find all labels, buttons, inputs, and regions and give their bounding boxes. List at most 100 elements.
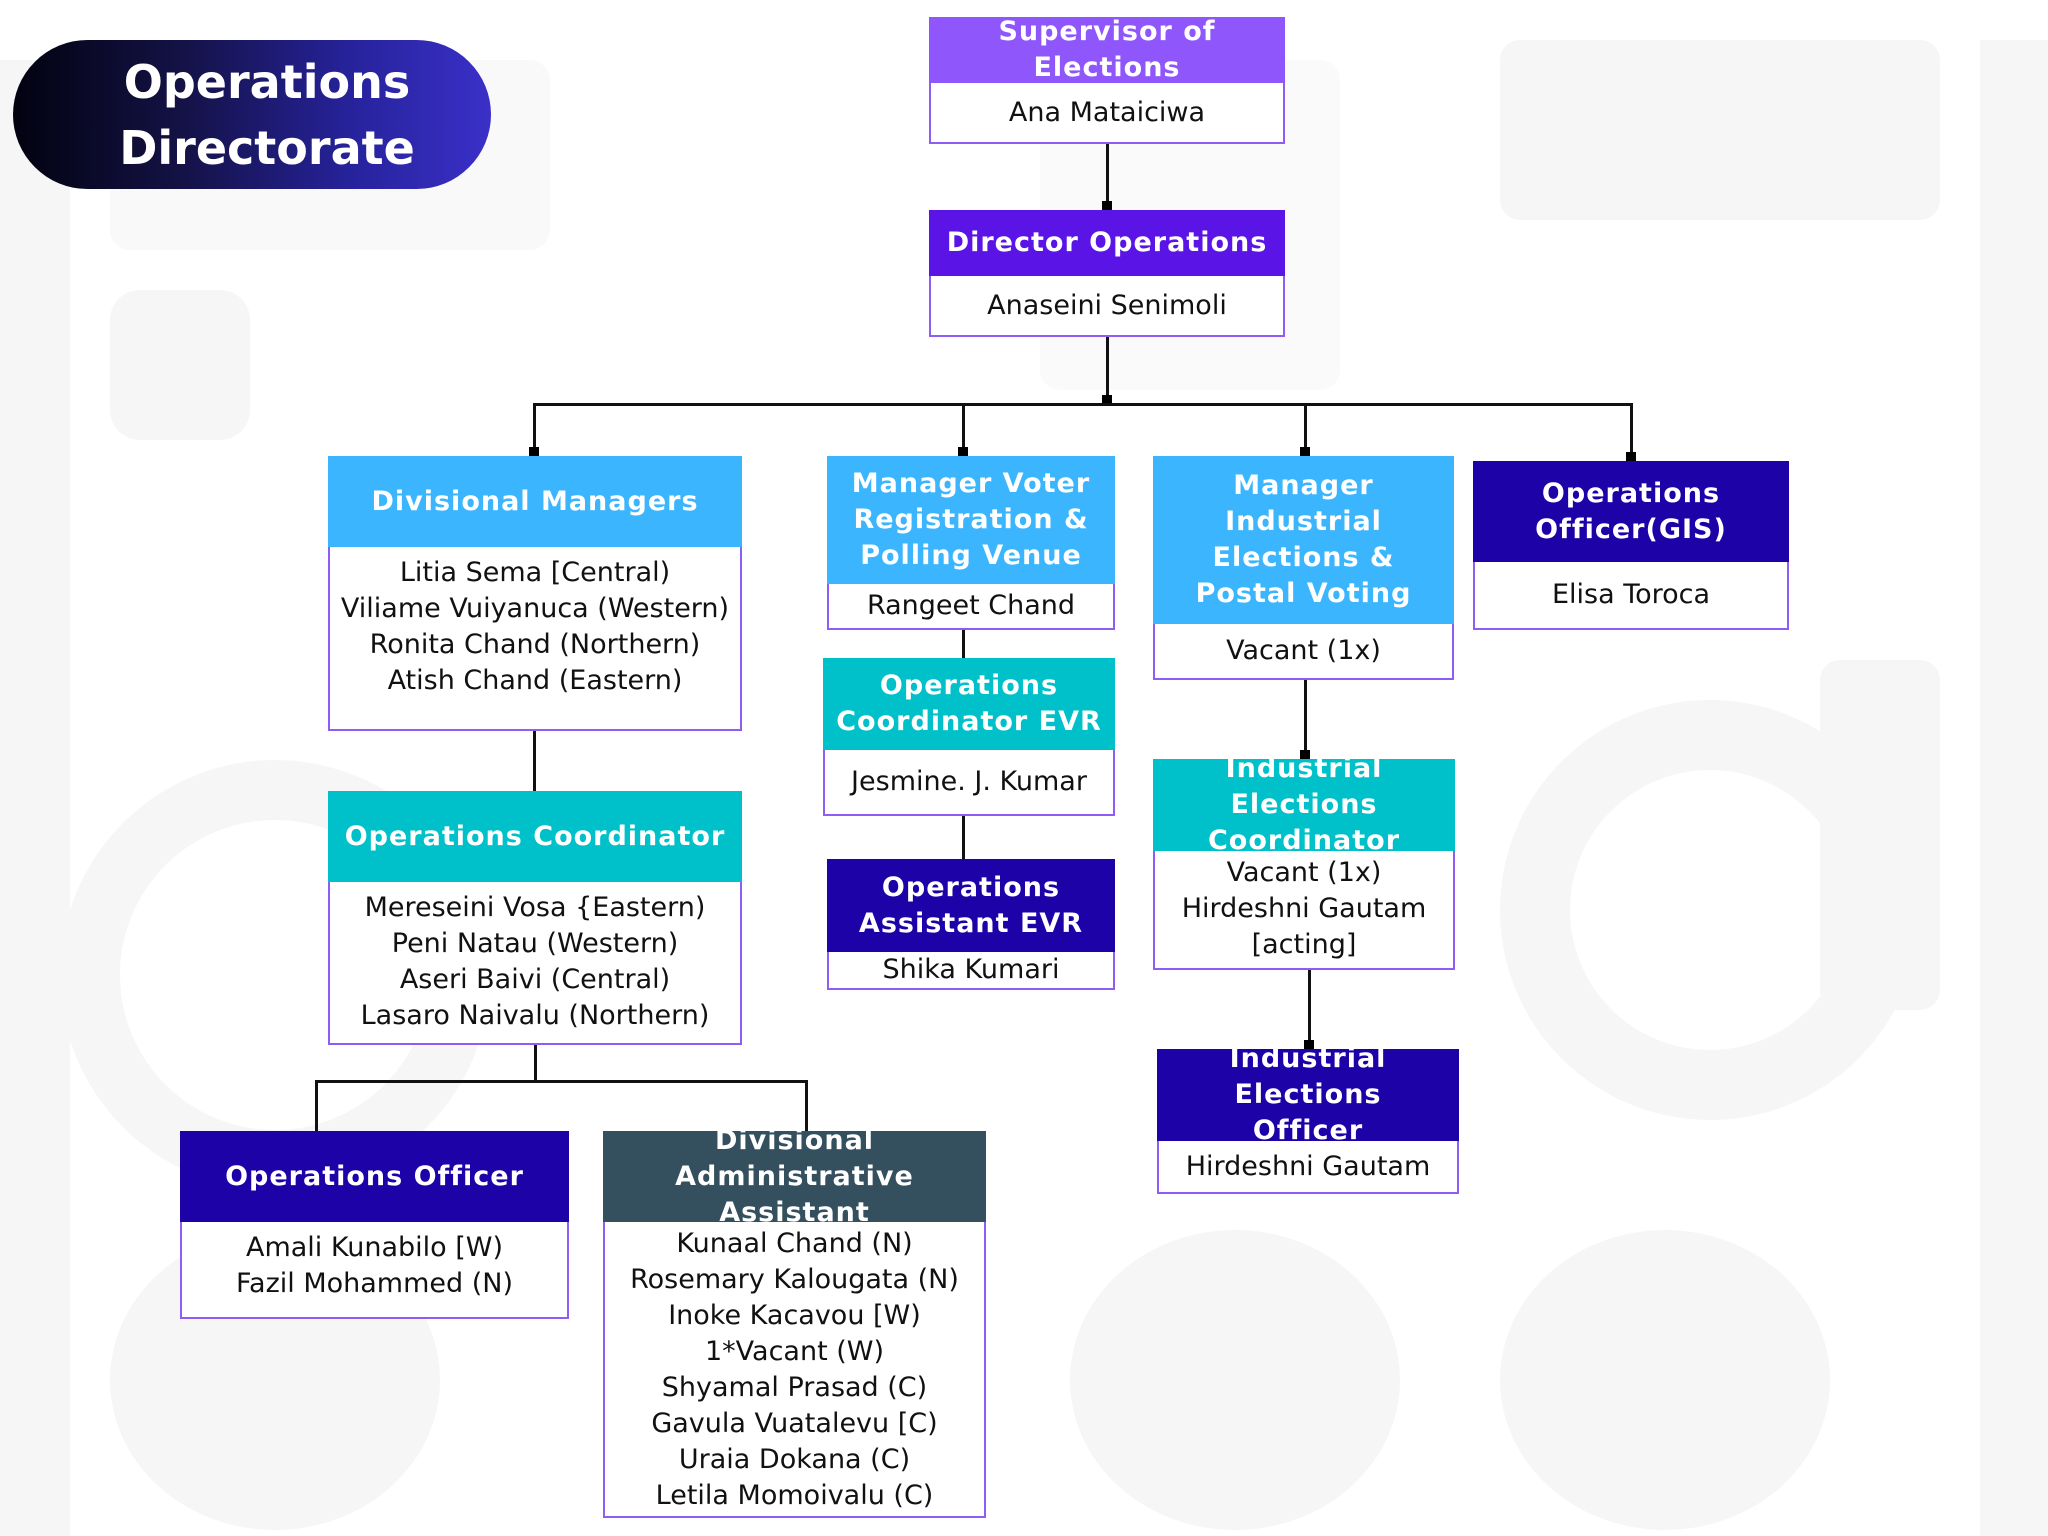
person-name: Hirdeshni Gautam [1181,893,1427,924]
node-operations-coordinator: Operations Coordinator Mereseini Vosa {E… [328,791,742,1045]
person-name: Anaseini Senimoli [987,289,1227,321]
node-divisional-administrative-assistant: Divisional Administrative Assistant Kuna… [603,1125,986,1518]
person-name: Mereseini Vosa {Eastern) [364,892,706,923]
node-title-line: Postal Voting [1195,578,1412,609]
person-name: Kunaal Chand (N) [676,1228,913,1259]
node-manager-voter-registration: Manager Voter Registration & Polling Ven… [827,456,1115,630]
connector-bus [315,1080,808,1083]
person-name: Letila Momoivalu (C) [655,1480,934,1511]
connector-line [315,1080,318,1131]
person-name: Atish Chand (Eastern) [387,665,683,696]
connector-line [805,1080,808,1131]
node-header: Divisional Administrative Assistant [603,1125,986,1228]
person-name: Amali Kunabilo [W) [245,1232,504,1263]
node-title-line: Officer(GIS) [1535,513,1727,545]
node-manager-industrial-elections: Manager Industrial Elections & Postal Vo… [1153,456,1454,680]
node-title-line: Elections & [1212,542,1395,573]
person-name: Rosemary Kalougata (N) [630,1264,959,1295]
bg-flower [1070,1230,1400,1530]
connector-line [534,1045,537,1081]
node-title: Operations Officer [225,1160,524,1192]
node-header: Operations Officer [180,1131,569,1222]
person-name: Shika Kumari [882,954,1060,985]
node-title: Supervisor of Elections [998,16,1216,83]
node-title-line: Assistant [719,1196,870,1228]
page-title: Operations Directorate [13,40,491,189]
person-name: Uraia Dokana (C) [678,1444,911,1475]
person-name: Peni Natau (Western) [391,928,679,959]
bg-block [1500,40,1940,220]
node-header: Operations Coordinator [328,791,742,882]
connector-line [1106,144,1109,210]
node-body: Rangeet Chand [829,584,1113,628]
node-header: Industrial Elections Coordinator [1153,753,1455,856]
page-title-line2: Directorate [119,120,415,175]
bg-block [110,290,250,440]
node-title-line: Industrial Elections [1225,753,1383,820]
node-title: Divisional Managers [371,485,699,517]
connector-line [1106,337,1109,404]
person-name: Elisa Toroca [1551,579,1711,610]
node-title-line: Operations [881,871,1061,903]
person-name: Lasaro Naivalu (Northern) [360,1000,710,1031]
connector-line [1308,970,1311,1049]
node-operations-coordinator-evr: Operations Coordinator EVR Jesmine. J. K… [823,658,1115,816]
node-header: Manager Voter Registration & Polling Ven… [827,456,1115,584]
node-director-operations: Director Operations Anaseini Senimoli [929,210,1285,337]
person-name: Ronita Chand (Northern) [369,629,701,660]
person-name: Hirdeshni Gautam [1185,1150,1431,1182]
node-title-line: Coordinator [1207,825,1401,856]
connector-dot [1300,750,1310,760]
node-header: Industrial Elections Officer [1157,1043,1459,1146]
person-name: 1*Vacant (W) [704,1336,885,1367]
connector-line [962,816,965,859]
node-industrial-elections-officer: Industrial Elections Officer Hirdeshni G… [1157,1043,1459,1194]
person-note: [acting] [1251,929,1357,960]
person-name: Rangeet Chand [866,590,1076,621]
node-body: Ana Mataiciwa [931,83,1283,142]
connector-dot [1102,395,1112,405]
connector-dot [529,447,539,457]
node-body: Shika Kumari [829,952,1113,988]
node-title-line: Divisional Administrative [675,1124,914,1192]
bg-stripe [0,60,70,1536]
node-body: Litia Sema [Central) Viliame Vuiyanuca (… [330,547,740,729]
person-name: Vacant (1x) [1226,635,1381,666]
node-title-line: Manager Voter [851,468,1091,499]
node-header: Manager Industrial Elections & Postal Vo… [1153,456,1454,624]
connector-line [1304,403,1307,456]
node-body: Hirdeshni Gautam [1159,1141,1457,1192]
node-divisional-managers: Divisional Managers Litia Sema [Central)… [328,456,742,731]
node-header: Divisional Managers [328,456,742,547]
node-title-line: Operations [879,670,1059,701]
connector-dot [958,447,968,457]
node-body: Amali Kunabilo [W) Fazil Mohammed (N) [182,1222,567,1317]
node-header: Director Operations [929,210,1285,276]
connector-line [962,403,965,456]
node-operations-officer-gis: Operations Officer(GIS) Elisa Toroca [1473,461,1789,630]
person-name: Shyamal Prasad (C) [661,1372,928,1403]
node-body: Elisa Toroca [1475,562,1787,628]
connector-line [533,403,536,456]
node-body: Anaseini Senimoli [931,276,1283,335]
person-name: Inoke Kacavou [W) [668,1300,921,1331]
node-header: Operations Assistant EVR [827,859,1115,952]
connector-line [962,630,965,658]
connector-line [533,731,536,791]
node-industrial-elections-coordinator: Industrial Elections Coordinator Vacant … [1153,753,1455,970]
node-header: Operations Officer(GIS) [1473,461,1789,562]
connector-line [1630,403,1633,461]
person-name: Vacant (1x) [1226,857,1382,888]
node-supervisor-of-elections: Supervisor of Elections Ana Mataiciwa [929,16,1285,144]
connector-line [1304,680,1307,759]
node-title-line: Registration & [853,504,1089,535]
node-body: Vacant (1x) [1155,624,1452,678]
connector-dot [1626,452,1636,462]
person-name: Ana Mataiciwa [1008,96,1206,128]
node-body: Kunaal Chand (N) Rosemary Kalougata (N) … [605,1222,984,1516]
person-name: Litia Sema [Central) [399,557,671,588]
connector-dot [1300,447,1310,457]
bg-flower [1500,1230,1830,1530]
node-body: Mereseini Vosa {Eastern) Peni Natau (Wes… [330,882,740,1043]
person-name: Fazil Mohammed (N) [235,1268,514,1299]
